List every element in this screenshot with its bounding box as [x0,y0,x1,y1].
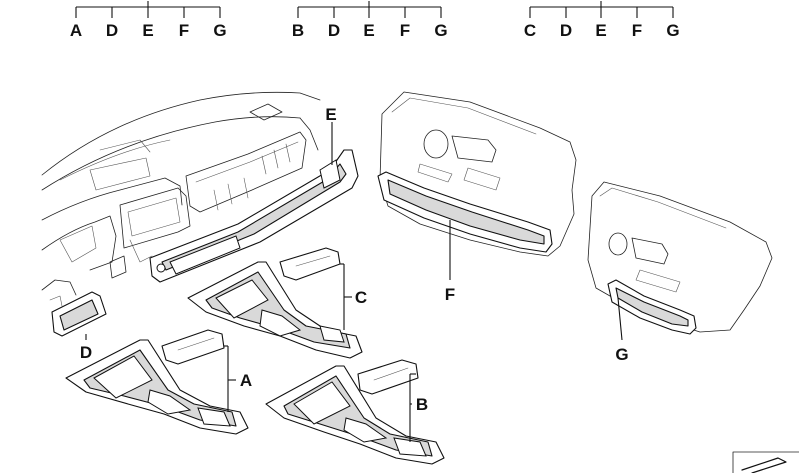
key-letter: F [179,21,189,40]
key-letter: A [70,21,82,40]
key-tree-1: A D E F G [70,1,227,40]
callout-f: F [445,220,455,304]
key-tree-3: C D E F G [524,1,680,40]
key-letter: E [595,21,606,40]
callout-label-d: D [80,343,92,362]
key-letter: D [328,21,340,40]
callout-label-f: F [445,285,455,304]
callout-label-a: A [240,371,252,390]
callout-a: A [224,345,252,412]
key-letter: G [213,21,226,40]
key-letter: F [632,21,642,40]
key-letter: F [400,21,410,40]
key-letter: G [666,21,679,40]
page-corner-icon [732,451,799,473]
key-letter: D [560,21,572,40]
callout-label-c: C [355,288,367,307]
key-letter: G [434,21,447,40]
callout-d: D [80,334,92,362]
front-door-panel-icon [377,91,577,257]
trim-part-d [51,291,107,337]
key-letter: E [363,21,374,40]
trim-part-e [149,149,359,283]
console-part-a [65,329,249,435]
callout-label-g: G [615,345,628,364]
callout-c: C [340,263,367,330]
callout-b: B [409,373,428,442]
key-letter: B [292,21,304,40]
key-tree-2: B D E F G [292,1,448,40]
dashboard-outline-icon [41,91,321,307]
rear-door-panel-icon [587,181,773,335]
key-letter: D [106,21,118,40]
callout-g: G [615,297,629,364]
callout-label-e: E [325,105,336,124]
key-letter: C [524,21,536,40]
callout-label-b: B [416,395,428,414]
callout-e: E [325,105,337,165]
console-part-b [265,359,445,465]
key-letter: E [142,21,153,40]
console-part-c [187,247,363,359]
